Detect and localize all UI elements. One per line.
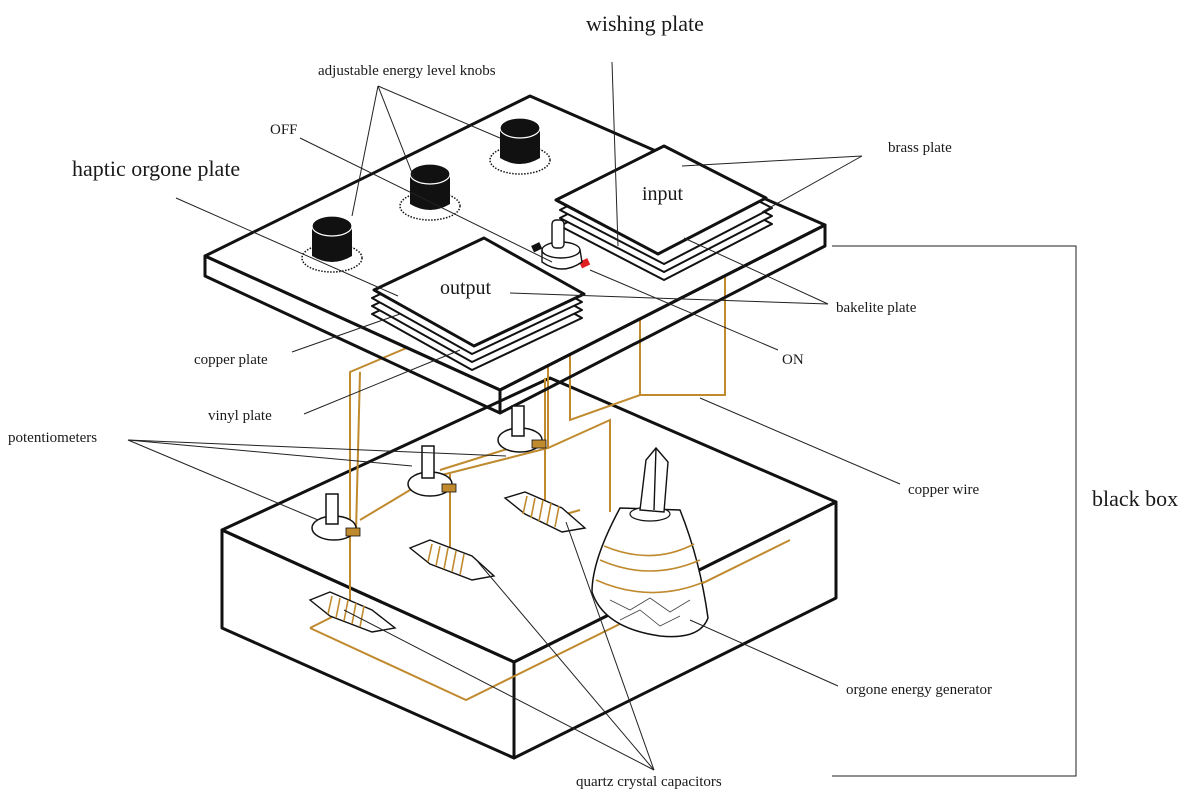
on-off-toggle-switch[interactable] — [531, 219, 591, 270]
copper-plate-label: copper plate — [194, 352, 268, 368]
quartz-crystal-capacitor-3 — [503, 491, 587, 533]
leader-lines — [127, 61, 901, 771]
quartz-crystal-capacitor-1 — [308, 591, 397, 633]
vinyl-plate-label: vinyl plate — [208, 408, 272, 424]
brass-plate-label: brass plate — [888, 140, 952, 156]
quartz-crystal-capacitor-2 — [408, 539, 496, 581]
wishing-plate-label: wishing plate — [586, 11, 704, 36]
off-label: OFF — [270, 122, 298, 138]
potentiometer-2 — [407, 445, 457, 497]
on-label: ON — [782, 352, 804, 368]
haptic-orgone-plate-label: haptic orgone plate — [72, 156, 240, 181]
output-plate-stack — [371, 236, 586, 371]
energy-knob-3[interactable] — [489, 117, 551, 175]
input-plate-stack — [554, 144, 773, 281]
orgone-energy-generator — [591, 446, 709, 638]
potentiometer-3 — [497, 405, 547, 453]
quartz-crystal-capacitors-label: quartz crystal capacitors — [576, 774, 722, 790]
black-box-bracket — [832, 245, 1077, 777]
copper-wire-label: copper wire — [908, 482, 980, 498]
output-label: output — [440, 277, 492, 299]
input-label: input — [642, 183, 684, 205]
orgone-energy-generator-label: orgone energy generator — [846, 682, 992, 698]
potentiometers-label: potentiometers — [8, 430, 97, 446]
energy-knob-2[interactable] — [399, 163, 461, 221]
knobs-label: adjustable energy level knobs — [318, 63, 496, 79]
black-box-enclosure — [220, 376, 838, 760]
energy-knob-1[interactable] — [301, 215, 363, 273]
black-box-label: black box — [1092, 486, 1178, 511]
bakelite-plate-label: bakelite plate — [836, 300, 917, 316]
potentiometer-1 — [311, 493, 361, 541]
